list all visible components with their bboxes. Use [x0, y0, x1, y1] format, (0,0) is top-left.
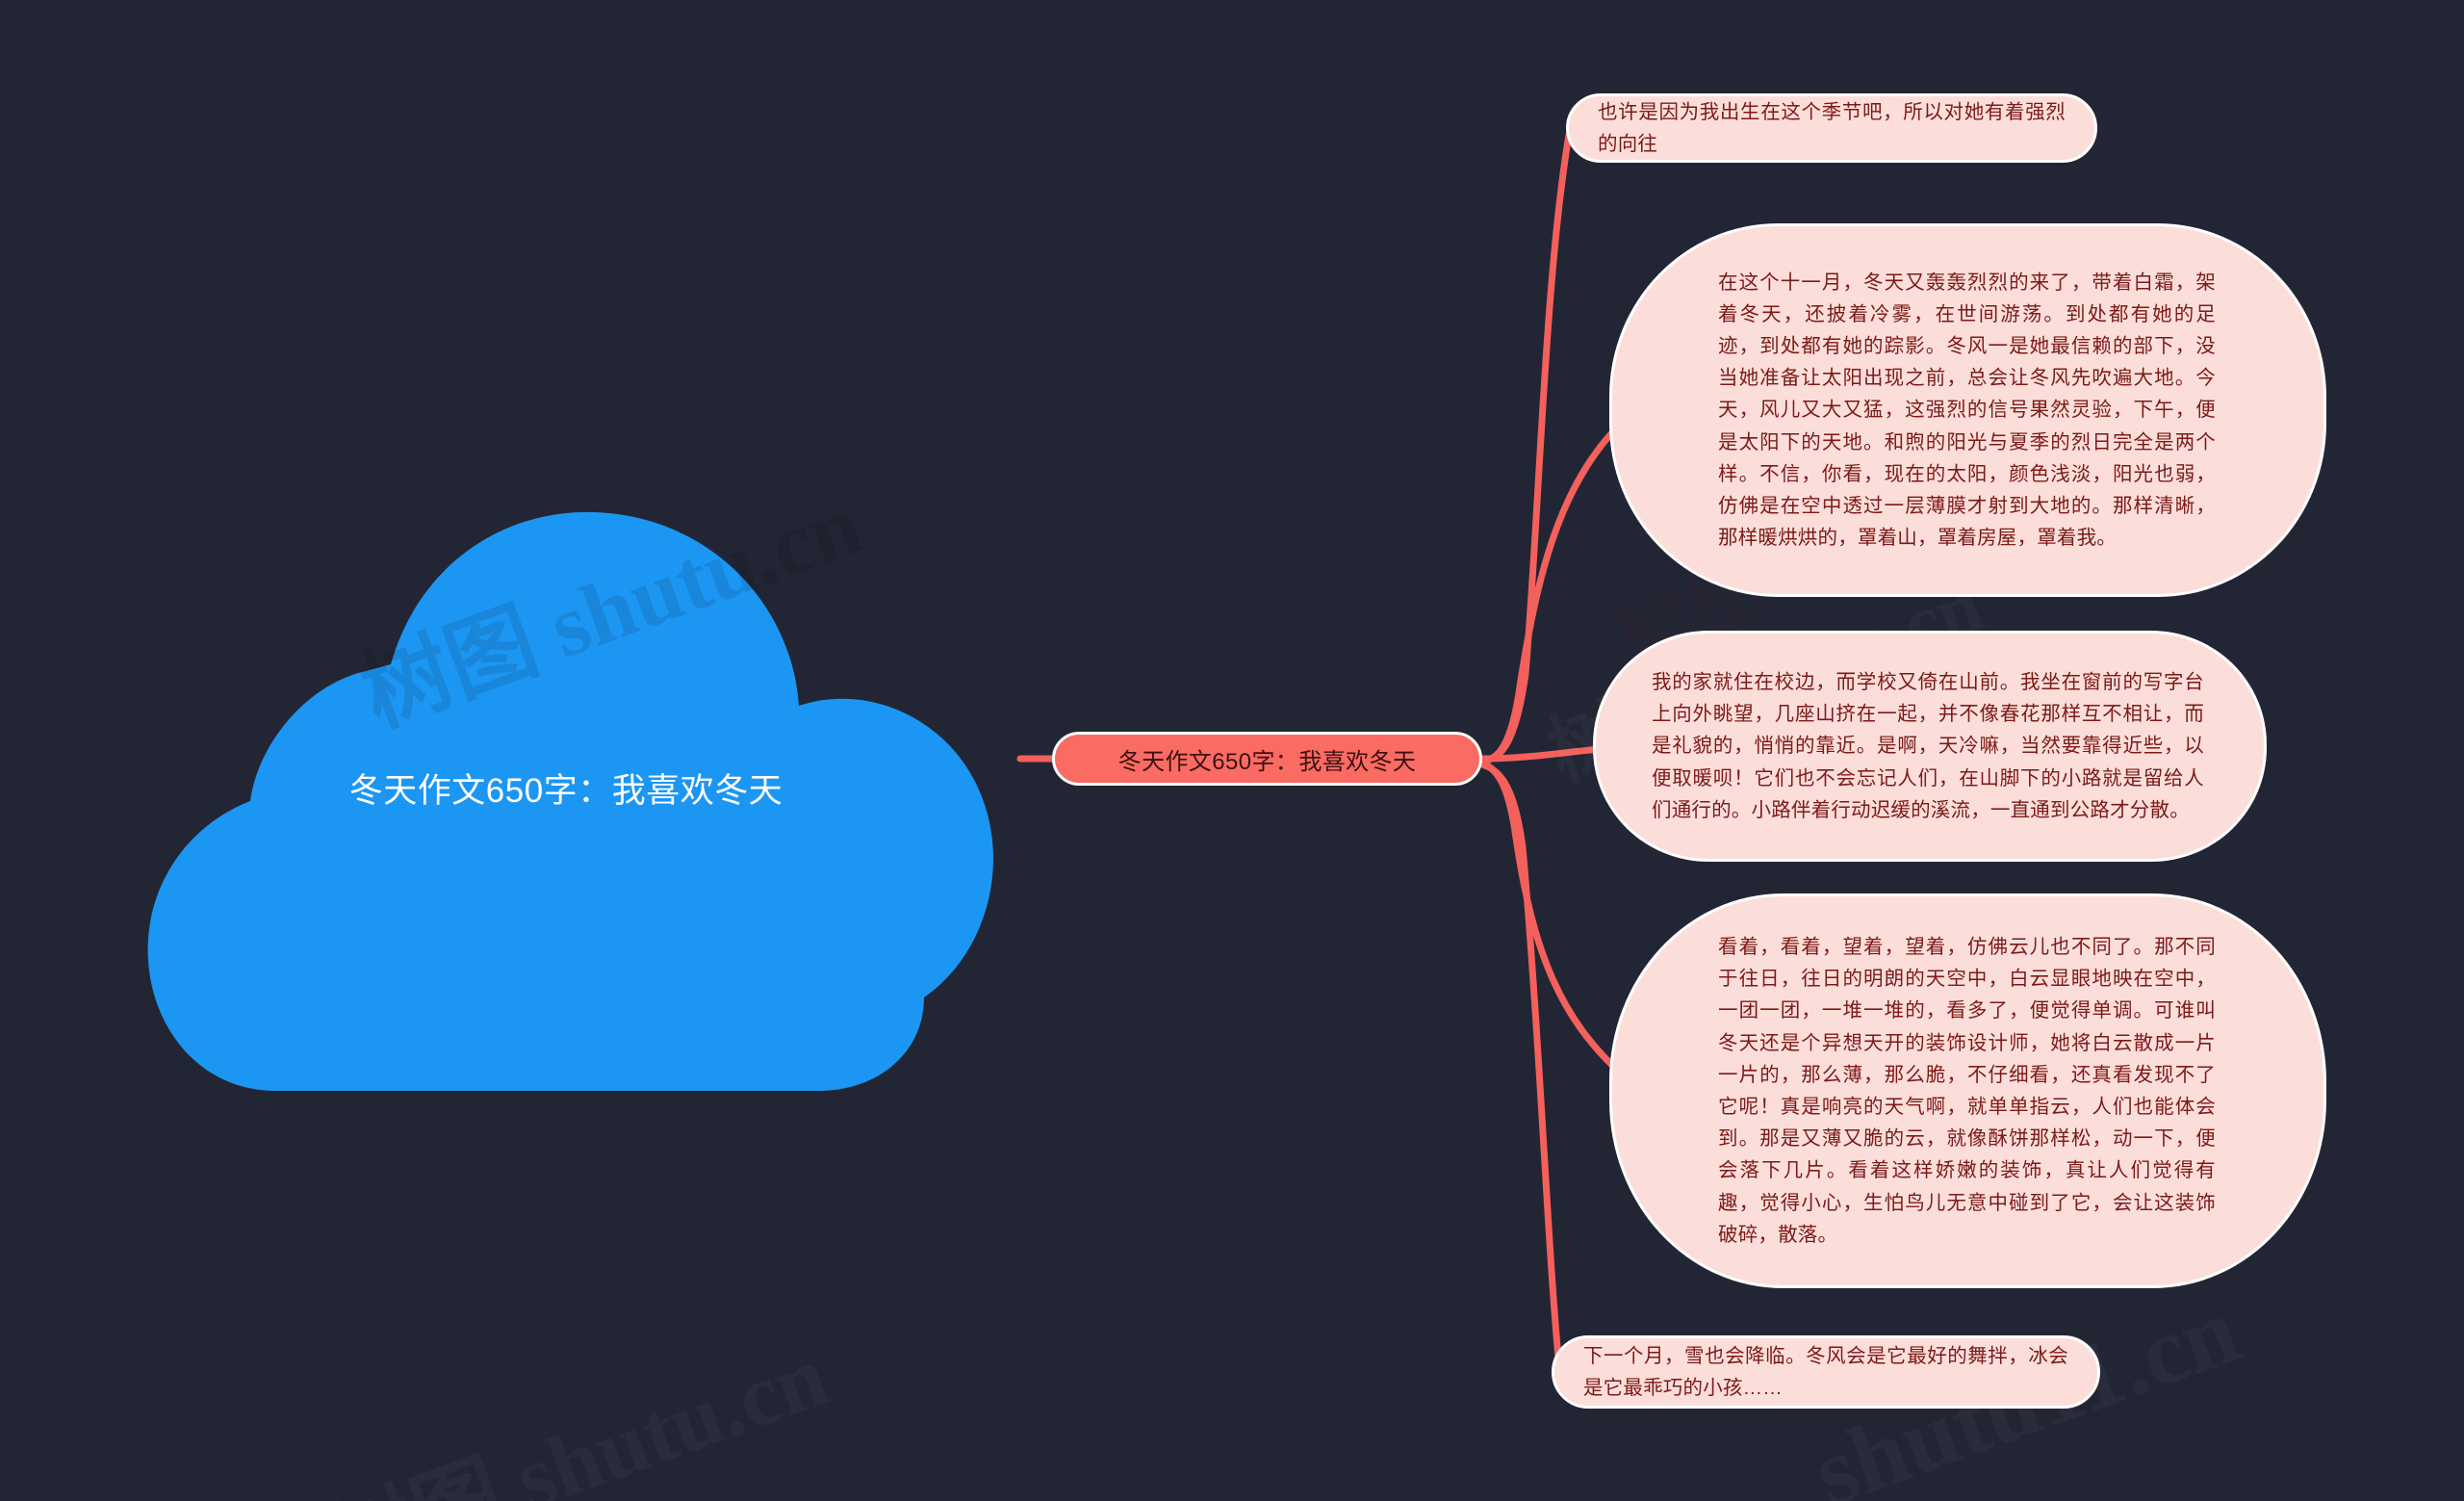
link-central-to-branch-3 [1478, 745, 1604, 763]
branch-node-2[interactable]: 在这个十一月，冬天又轰轰烈烈的来了，带着白霜，架着冬天，还披着冷雾，在世间游荡。… [1609, 223, 2326, 597]
link-central-to-branch-1 [1478, 131, 1573, 764]
branch-node-4-text: 看着，看着，望着，望着，仿佛云儿也不同了。那不同于往日，往日的明朗的天空中，白云… [1718, 935, 2216, 1246]
link-central-to-branch-5 [1478, 761, 1563, 1371]
branch-node-1[interactable]: 也许是因为我出生在这个季节吧，所以对她有着强烈的向往 [1566, 93, 2097, 163]
root-node-cloud[interactable]: 冬天作文650字：我喜欢冬天 [104, 486, 1028, 1112]
branch-node-3[interactable]: 我的家就住在校边，而学校又倚在山前。我坐在窗前的写字台上向外眺望，几座山挤在一起… [1593, 631, 2267, 862]
branch-node-5[interactable]: 下一个月，雪也会降临。冬风会是它最好的舞拌，冰会是它最乖巧的小孩…… [1552, 1335, 2100, 1409]
cloud-shape-icon [147, 511, 994, 1091]
branch-node-4[interactable]: 看着，看着，望着，望着，仿佛云儿也不同了。那不同于往日，往日的明朗的天空中，白云… [1609, 893, 2326, 1288]
central-topic-node[interactable]: 冬天作文650字：我喜欢冬天 [1052, 732, 1482, 786]
branch-node-3-text: 我的家就住在校边，而学校又倚在山前。我坐在窗前的写字台上向外眺望，几座山挤在一起… [1652, 670, 2204, 821]
link-central-to-branch-4 [1478, 759, 1630, 1082]
root-node-label: 冬天作文650字：我喜欢冬天 [348, 772, 783, 810]
branch-node-2-text: 在这个十一月，冬天又轰轰烈烈的来了，带着白霜，架着冬天，还披着冷雾，在世间游荡。… [1718, 271, 2216, 550]
branch-node-5-text: 下一个月，雪也会降临。冬风会是它最好的舞拌，冰会是它最乖巧的小孩…… [1583, 1344, 2068, 1399]
branch-node-1-text: 也许是因为我出生在这个季节吧，所以对她有着强烈的向往 [1598, 100, 2066, 155]
central-topic-label: 冬天作文650字：我喜欢冬天 [1117, 748, 1417, 775]
watermark-text: 树图 shutu.cn [308, 1305, 842, 1501]
